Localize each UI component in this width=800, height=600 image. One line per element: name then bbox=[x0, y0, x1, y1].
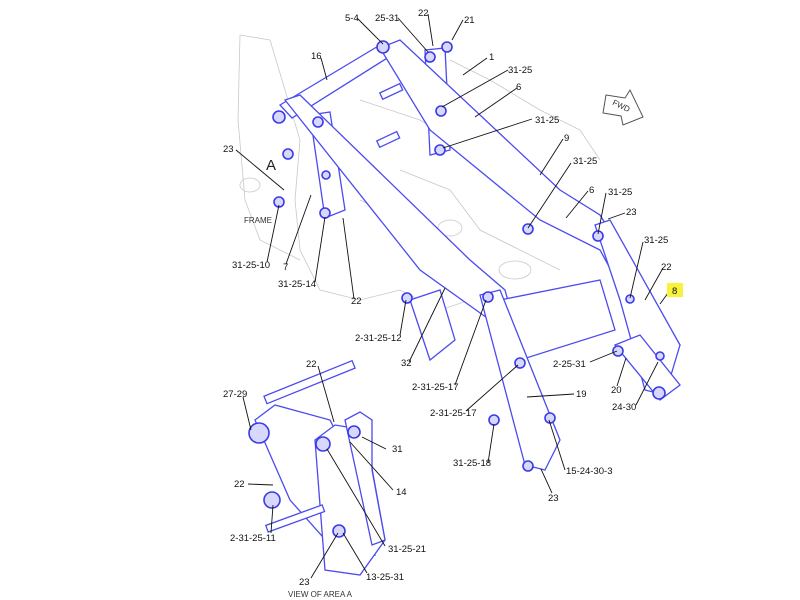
callout: 13-25-31 bbox=[366, 572, 404, 583]
callout: 31-25 bbox=[508, 65, 532, 76]
callout: 16 bbox=[311, 51, 322, 62]
callout: 22 bbox=[418, 8, 429, 19]
callout: 2-31-25-11 bbox=[230, 533, 276, 544]
callout: 31-25-14 bbox=[278, 279, 316, 290]
callout: 1 bbox=[489, 52, 494, 63]
callout: 21 bbox=[464, 15, 475, 26]
callout: 25-31 bbox=[375, 13, 399, 24]
callout: 22 bbox=[661, 262, 672, 273]
callout: 23 bbox=[548, 493, 559, 504]
callout: 27-29 bbox=[223, 389, 247, 400]
callout: 31-25 bbox=[573, 156, 597, 167]
callout: 23 bbox=[626, 207, 637, 218]
callout: 9 bbox=[564, 133, 569, 144]
loose-pins bbox=[375, 82, 404, 149]
callout: 6 bbox=[516, 82, 521, 93]
tilt-link bbox=[613, 334, 681, 401]
callout-labels: 5-4 25-31 22 21 16 1 31-25 6 31-25 9 31-… bbox=[223, 8, 683, 599]
detail-caption: VIEW OF AREA A bbox=[288, 590, 353, 599]
callout: 24-30 bbox=[612, 402, 636, 413]
callout: 31-25-21 bbox=[388, 544, 426, 555]
callout: 31 bbox=[392, 444, 403, 455]
callout: 14 bbox=[396, 487, 407, 498]
callout: 6 bbox=[589, 185, 594, 196]
callout: 31-25 bbox=[608, 187, 632, 198]
callout: 20 bbox=[611, 385, 622, 396]
callout-highlighted[interactable]: 8 bbox=[672, 286, 677, 297]
callout: 7 bbox=[283, 262, 288, 273]
fwd-arrow-icon: FWD bbox=[602, 88, 644, 126]
callout: 31-25-10 bbox=[232, 260, 270, 271]
callout: 31-25 bbox=[644, 235, 668, 246]
callout: 32 bbox=[401, 358, 412, 369]
callout: 22 bbox=[234, 479, 245, 490]
view-marker: A bbox=[266, 157, 276, 174]
callout: 31-25 bbox=[535, 115, 559, 126]
plate-32 bbox=[409, 289, 456, 362]
callout: 22 bbox=[306, 359, 317, 370]
callout: 31-25-18 bbox=[453, 458, 491, 469]
callout: 2-31-25-17 bbox=[412, 382, 458, 393]
callout: 23 bbox=[299, 577, 310, 588]
callout: 2-25-31 bbox=[553, 359, 586, 370]
detail-view-area-a bbox=[248, 359, 386, 576]
callout: 22 bbox=[351, 296, 362, 307]
frame-label: FRAME bbox=[244, 216, 272, 225]
lower-link bbox=[479, 289, 561, 471]
callout: 15-24-30-3 bbox=[566, 466, 612, 477]
callout: 2-31-25-17 bbox=[430, 408, 476, 419]
highlight-marker bbox=[667, 283, 683, 297]
callout: 23 bbox=[223, 144, 234, 155]
callout: 2-31-25-12 bbox=[355, 333, 401, 344]
callout: 5-4 bbox=[345, 13, 359, 24]
callout: 19 bbox=[576, 389, 587, 400]
leader-lines bbox=[235, 13, 669, 579]
pins bbox=[272, 40, 666, 472]
loader-linkage bbox=[272, 39, 681, 472]
